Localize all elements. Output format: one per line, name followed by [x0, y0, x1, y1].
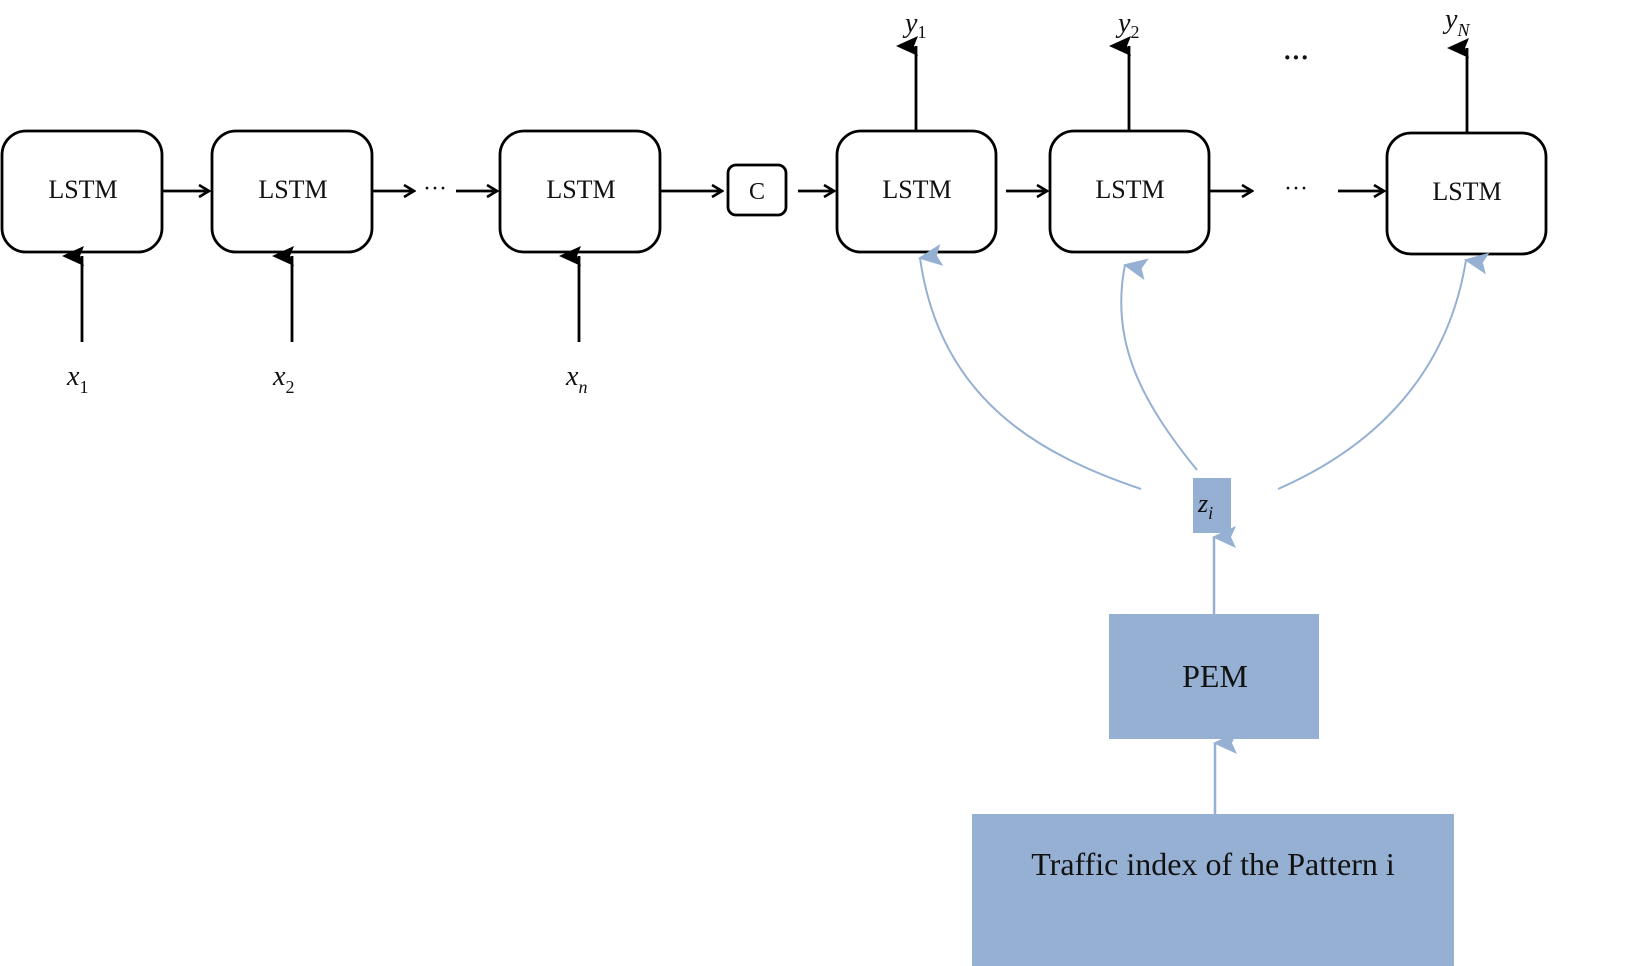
encoder-cell-n: LSTM	[498, 129, 662, 254]
input-label-2: x2	[272, 361, 294, 397]
input-label-n: xn	[565, 361, 587, 397]
pattern-arrow-to-dec1	[918, 244, 1142, 490]
decoder-cell-2: LSTM	[1048, 129, 1211, 254]
encoder-cell-1: LSTM	[0, 129, 164, 254]
encoder-ellipsis: ···	[423, 176, 447, 202]
decoder-cell-1-label: LSTM	[882, 175, 951, 204]
output-label-1: y1	[902, 8, 926, 42]
decoder-cell-2-label: LSTM	[1095, 175, 1164, 204]
encoder-cell-2: LSTM	[210, 129, 374, 254]
output-label-n: yN	[1442, 4, 1470, 40]
pattern-arrow-to-dec2	[1120, 258, 1198, 471]
traffic-index-label: Traffic index of the Pattern i	[1031, 846, 1395, 882]
encoder-cell-1-label: LSTM	[48, 175, 117, 204]
output-ellipsis: ···	[1283, 43, 1309, 72]
input-label-1: x1	[66, 361, 88, 397]
output-label-2: y2	[1115, 8, 1139, 42]
encoder-cell-n-label: LSTM	[546, 175, 615, 204]
encoder-cell-2-label: LSTM	[258, 175, 327, 204]
z-label: zi	[1197, 489, 1213, 523]
pattern-arrow-to-decn	[1277, 252, 1490, 490]
decoder-cell-1: LSTM	[835, 129, 998, 254]
pem-label: PEM	[1182, 658, 1248, 694]
context-label: C	[749, 179, 765, 205]
context-box: C	[726, 163, 788, 217]
decoder-ellipsis: ···	[1284, 176, 1308, 202]
decoder-cell-n-label: LSTM	[1432, 177, 1501, 206]
z-embedding-box: zi	[1193, 478, 1231, 533]
traffic-index-box: Traffic index of the Pattern i	[972, 814, 1454, 966]
pem-box: PEM	[1109, 614, 1319, 739]
decoder-cell-n: LSTM	[1385, 131, 1548, 256]
